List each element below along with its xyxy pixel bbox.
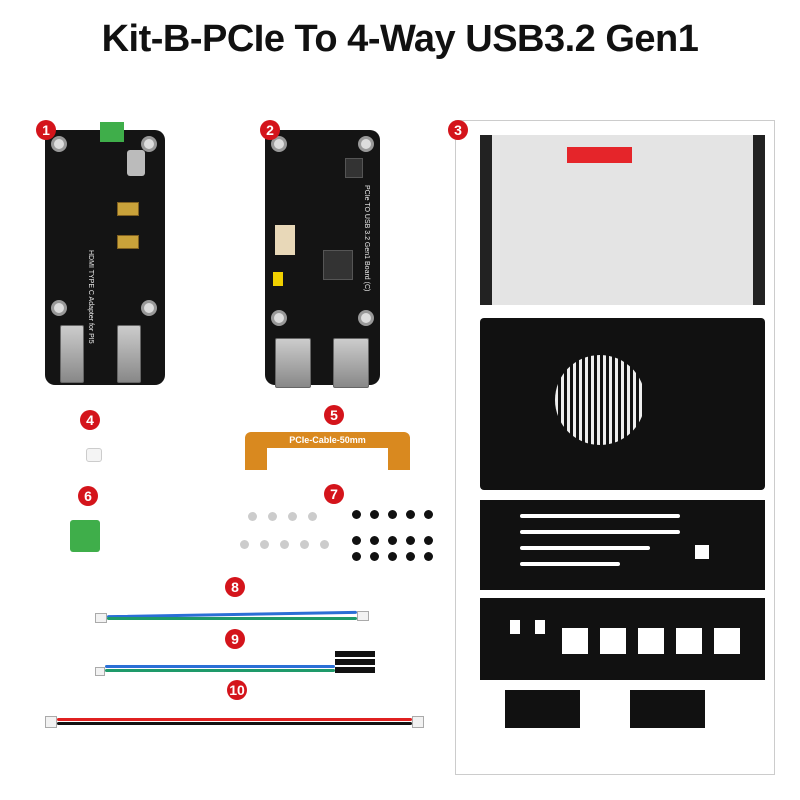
case-shell-black: [480, 318, 765, 490]
fan-vent: [555, 355, 645, 445]
bracket-right: [630, 690, 705, 728]
item-badge-5: 5: [324, 405, 344, 425]
board-label: PCIe TO USB 3.2 Gen1 Board (C): [363, 185, 370, 292]
cable-10: [45, 712, 425, 732]
case-rear-plate: [480, 598, 765, 680]
rubber-pad: [86, 448, 102, 462]
cable-9: [95, 645, 380, 680]
item-badge-2: 2: [260, 120, 280, 140]
item-badge-8: 8: [225, 577, 245, 597]
item-badge-1: 1: [36, 120, 56, 140]
cable-8: [95, 605, 375, 630]
page-title: Kit-B-PCIe To 4-Way USB3.2 Gen1: [101, 18, 699, 60]
item-badge-10: 10: [227, 680, 247, 700]
item-badge-9: 9: [225, 629, 245, 649]
case-top-silver: [480, 135, 765, 305]
item-badge-3: 3: [448, 120, 468, 140]
hdmi-adapter-board: HDMI TYPE C Adapter for PI5: [45, 122, 165, 385]
item-badge-4: 4: [80, 410, 100, 430]
board-label: HDMI TYPE C Adapter for PI5: [87, 250, 94, 344]
item-badge-7: 7: [324, 484, 344, 504]
case-front-plate: [480, 500, 765, 590]
item-badge-6: 6: [78, 486, 98, 506]
silver-screws: [240, 510, 335, 565]
pcie-cable: PCIe-Cable-50mm: [245, 432, 410, 448]
black-screws: [350, 508, 435, 566]
case-parts-frame: [455, 120, 775, 775]
bracket-left: [505, 690, 580, 728]
pcie-usb-board: PCIe TO USB 3.2 Gen1 Board (C): [265, 130, 380, 388]
terminal-block: [70, 520, 100, 552]
